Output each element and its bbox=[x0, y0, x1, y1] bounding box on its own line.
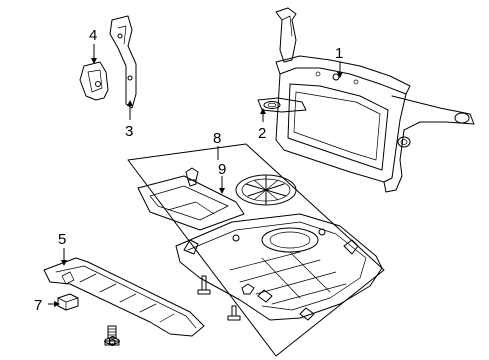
clip bbox=[57, 293, 79, 311]
support-brace bbox=[109, 15, 137, 109]
splash-shield bbox=[175, 213, 383, 321]
bracket-plate bbox=[79, 61, 109, 101]
callout-3: 3 bbox=[125, 123, 133, 140]
lower-deflector bbox=[43, 257, 205, 337]
vent-grille bbox=[235, 174, 297, 206]
callout-labels: 1 2 3 4 5 6 7 8 9 bbox=[34, 27, 343, 350]
callout-4: 4 bbox=[89, 27, 97, 44]
group-bolts bbox=[197, 275, 255, 321]
callout-9: 9 bbox=[218, 161, 226, 178]
callout-7: 7 bbox=[34, 297, 42, 314]
callout-2: 2 bbox=[258, 125, 266, 142]
assembly-outline bbox=[127, 143, 385, 357]
callout-8: 8 bbox=[213, 130, 221, 147]
side-bracket bbox=[257, 97, 307, 113]
callout-5: 5 bbox=[58, 231, 66, 248]
radiator-support bbox=[275, 7, 475, 193]
leader-lines bbox=[48, 44, 343, 342]
shield-panel bbox=[137, 167, 245, 231]
callout-1: 1 bbox=[335, 45, 343, 62]
callout-6: 6 bbox=[108, 333, 116, 350]
